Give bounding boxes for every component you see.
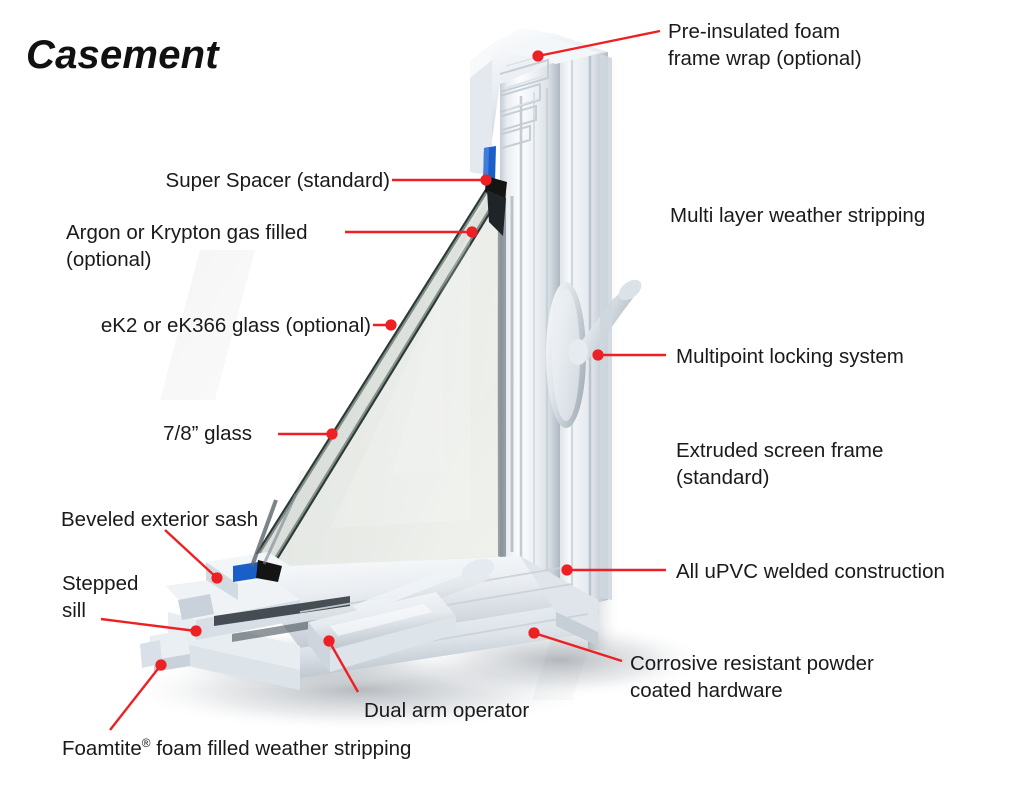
screen-frame-edge	[600, 54, 612, 600]
hinge-stay-arms	[250, 493, 298, 567]
callout-label-ek2-or-ek366-glass: eK2 or eK366 glass (optional)	[100, 314, 371, 337]
callout-label-dual-arm-operator: Dual arm operator	[364, 699, 530, 722]
callout-label-multi-layer-weather-stripping: Multi layer weather stripping	[670, 204, 926, 227]
callout-label-corrosive-resistant-powder-coated-hardware: Corrosive resistant powder coated hardwa…	[630, 652, 874, 703]
callout-label-argon-or-krypton-gas-filled: Argon or Krypton gas filled (optional)	[66, 221, 308, 272]
callout-label-stepped-sill: Stepped sill	[62, 572, 139, 623]
callout-label-extruded-screen-frame: Extruded screen frame (standard)	[676, 439, 884, 490]
multipoint-lock-handle	[546, 279, 642, 428]
callout-label-seven-eighths-glass: 7/8” glass	[163, 422, 252, 445]
callout-label-multipoint-locking-system: Multipoint locking system	[676, 345, 904, 368]
glass-unit	[247, 180, 507, 577]
callout-label-all-upvc-welded-construction: All uPVC welded construction	[676, 560, 945, 583]
super-spacer-bottom	[233, 560, 282, 582]
callout-label-foamtite-foam-filled-weather-stripping: Foamtite® foam filled weather stripping	[62, 736, 412, 760]
callout-label-pre-insulated-foam-frame-wrap: Pre-insulated foam frame wrap (optional)	[668, 20, 862, 71]
callout-label-super-spacer: Super Spacer (standard)	[165, 169, 390, 192]
registered-mark: ®	[141, 736, 151, 751]
callout-label-beveled-exterior-sash: Beveled exterior sash	[61, 508, 259, 531]
page-title: Casement	[26, 33, 219, 77]
dual-arm-operator	[308, 558, 495, 672]
